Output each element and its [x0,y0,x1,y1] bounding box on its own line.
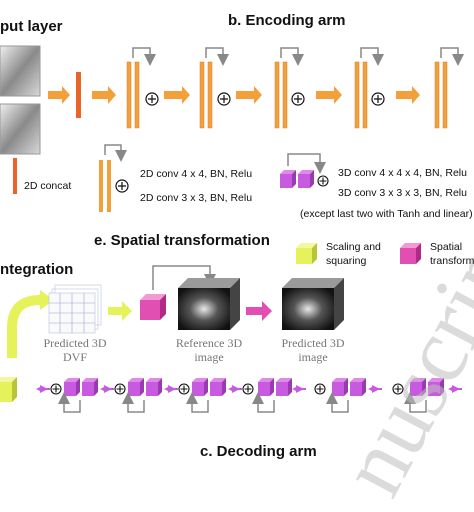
encoding-arm-title: b. Encoding arm [228,12,346,29]
legend-concat-label: 2D concat [24,180,72,192]
reference-line1: Reference 3D [175,336,243,350]
predicted-dvf-line1: Predicted 3D [43,336,107,350]
decoding-arm-title: c. Decoding arm [200,443,317,460]
predicted-dvf-line2: DVF [62,350,87,364]
decoding-arrows [36,385,462,393]
legend-spatial-label: Spatial transform [430,241,474,267]
legend-scaling-label: Scaling and squaring [326,241,381,267]
legend-conv3d-3-label: 3D conv 3 x 3 x 3, BN, Relu [338,187,467,199]
predicted-dvf-caption: Predicted 3D DVF [30,336,120,364]
legend-skip-loop [104,144,127,162]
encoding-arrows [48,86,420,104]
legend-conv2d-blocks [99,160,111,212]
reference-loop-arrow [152,265,216,290]
legend-3d-cubes [280,153,329,188]
integration-curve-arrow [7,295,41,358]
legend-concat-bar [13,158,17,194]
reference-line2: image [194,350,224,364]
encoding-blocks [126,61,448,129]
input-xray-images [0,45,41,155]
concat-bar [76,72,81,118]
plus-circles-encoding [145,92,385,106]
legend-conv2d-4-label: 2D conv 4 x 4, BN, Relu [140,168,253,180]
predicted-img-line2: image [298,350,328,364]
skip-loops-encoding [132,47,464,66]
legend-conv3d-4-label: 3D conv 4 x 4 x 4, BN, Relu [338,167,467,179]
skip-loops-decoding [58,392,427,413]
predicted-image-caption: Predicted 3D image [268,336,358,364]
integration-title: ntegration [0,261,74,278]
predicted-dvf-grid [48,284,102,334]
plus-circles-decoding [50,383,404,395]
legend-plus-circle [115,179,129,193]
predicted-ct-volume [282,278,344,330]
spatial-transform-cube [140,294,166,320]
reference-ct-volume [178,278,240,330]
arrow-to-predicted [246,301,272,321]
legend-exception-note: (except last two with Tanh and linear) [300,208,473,220]
spatial-transformation-title: e. Spatial transformation [94,232,270,249]
diagram-canvas [0,45,464,413]
input-layer-title: put layer [0,18,63,35]
arrow-to-spatial [108,301,132,321]
legend-spatial-cube [400,243,421,264]
legend-conv2d-3-label: 2D conv 3 x 3, BN, Relu [140,192,253,204]
decoding-lime-cube [0,377,17,402]
predicted-img-line1: Predicted 3D [281,336,345,350]
reference-image-caption: Reference 3D image [164,336,254,364]
legend-scaling-cube [296,243,317,264]
